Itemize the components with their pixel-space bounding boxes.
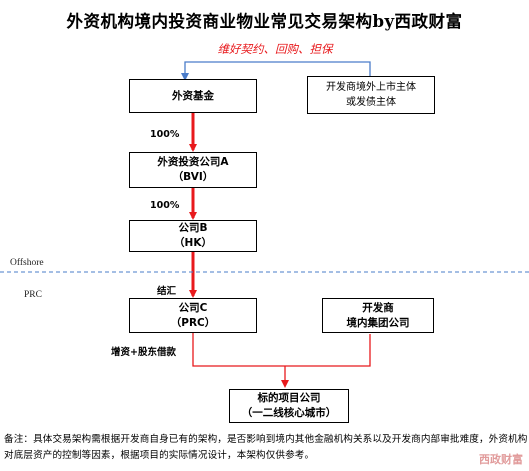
foreign-fund-box: 外资基金 xyxy=(129,79,257,113)
prc-line1: 公司C xyxy=(178,301,208,314)
hk-line2: （HK） xyxy=(174,237,212,249)
ownership-pct-1: 100% xyxy=(150,129,180,140)
guarantee-connector xyxy=(181,61,371,81)
target-project-company-box: 标的项目公司 （一二线核心城市） xyxy=(229,389,349,423)
target-line2: （一二线核心城市） xyxy=(241,407,337,419)
overseas-listed-entity-box: 开发商境外上市主体 或发债主体 xyxy=(307,76,435,114)
page-title: 外资机构境内投资商业物业常见交易架构by西政财富 xyxy=(66,12,463,31)
target-line1: 标的项目公司 xyxy=(257,392,321,404)
bvi-line1: 外资投资公司A xyxy=(157,156,229,168)
connector-prc-to-target xyxy=(192,333,371,367)
bvi-line2: （BVI） xyxy=(172,171,214,183)
bvi-company-box: 外资投资公司A （BVI） xyxy=(129,152,257,188)
foreign-fund-label: 外资基金 xyxy=(172,89,214,102)
developer-group-box: 开发商 境内集团公司 xyxy=(322,298,434,333)
prc-company-box: 公司C （PRC） xyxy=(129,298,257,333)
relationship-label: 维好契约、回购、担保 xyxy=(217,42,333,56)
prc-line2: （PRC） xyxy=(170,316,216,329)
overseas-entity-line1: 开发商境外上市主体 xyxy=(326,82,416,93)
settlement-label: 结汇 xyxy=(157,286,177,297)
capital-injection-label: 增资+股东借款 xyxy=(111,347,176,358)
offshore-zone-label: Offshore xyxy=(10,258,44,268)
ownership-pct-2: 100% xyxy=(150,200,180,211)
footnote: 备注：具体交易架构需根据开发商自身已有的架构，是否影响到境内其他金融机构关系以及… xyxy=(4,434,528,461)
developer-line1: 开发商 xyxy=(362,301,394,314)
hk-line1: 公司B xyxy=(178,222,208,234)
overseas-entity-line2: 或发债主体 xyxy=(346,97,396,108)
developer-line2: 境内集团公司 xyxy=(346,316,410,329)
hk-company-box: 公司B （HK） xyxy=(129,220,257,252)
prc-zone-label: PRC xyxy=(24,290,42,300)
watermark: 西政财富 xyxy=(479,453,523,466)
